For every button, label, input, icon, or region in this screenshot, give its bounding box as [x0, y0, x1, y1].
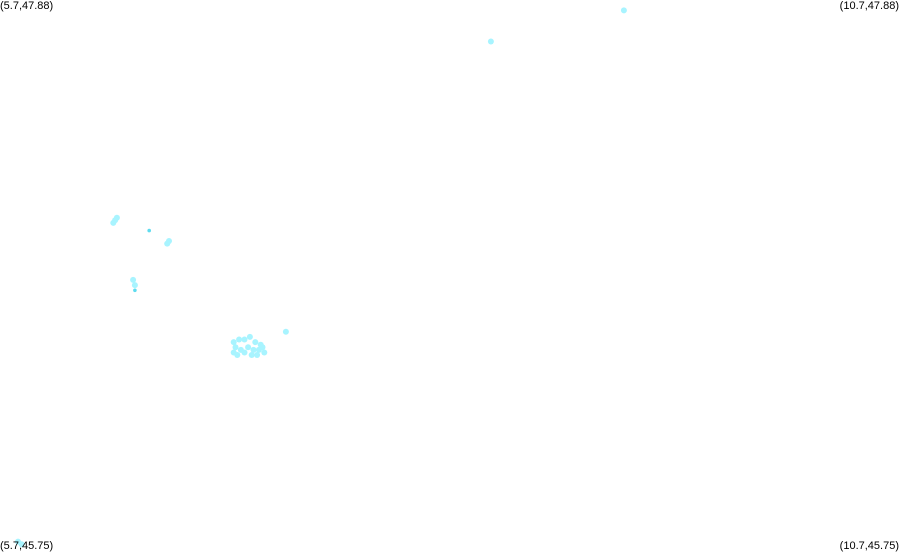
corner-label-bottom-right: (10.7,45.75) [839, 540, 899, 552]
map-point-29 [261, 349, 268, 356]
corner-label-top-right: (10.7,47.88) [839, 0, 899, 12]
map-point-7 [166, 238, 172, 244]
map-point-18 [232, 344, 239, 351]
map-point-21 [250, 346, 257, 353]
map-point-28 [254, 352, 261, 358]
map-point-31 [18, 541, 25, 548]
map-point-8 [130, 276, 137, 283]
map-point-26 [241, 349, 248, 356]
map-point-20 [245, 344, 252, 351]
map-point-4 [110, 219, 117, 226]
map-point-14 [241, 336, 248, 343]
corner-label-top-left: (5.7,47.88) [0, 0, 54, 12]
map-point-10 [133, 288, 137, 293]
map-point-23 [259, 344, 266, 351]
map-point-9 [131, 282, 138, 289]
map-point-5 [147, 228, 151, 233]
map-point-15 [246, 333, 253, 340]
map-point-27 [248, 352, 255, 358]
map-point-11 [282, 328, 289, 335]
map-point-13 [236, 336, 243, 343]
corner-label-bottom-left: (5.7,45.75) [0, 540, 54, 552]
map-point-1 [487, 38, 494, 45]
map-point-3 [113, 214, 120, 221]
map-point-12 [230, 339, 237, 346]
map-point-25 [234, 352, 241, 358]
map-point-0 [620, 7, 627, 14]
map-point-16 [252, 339, 259, 346]
